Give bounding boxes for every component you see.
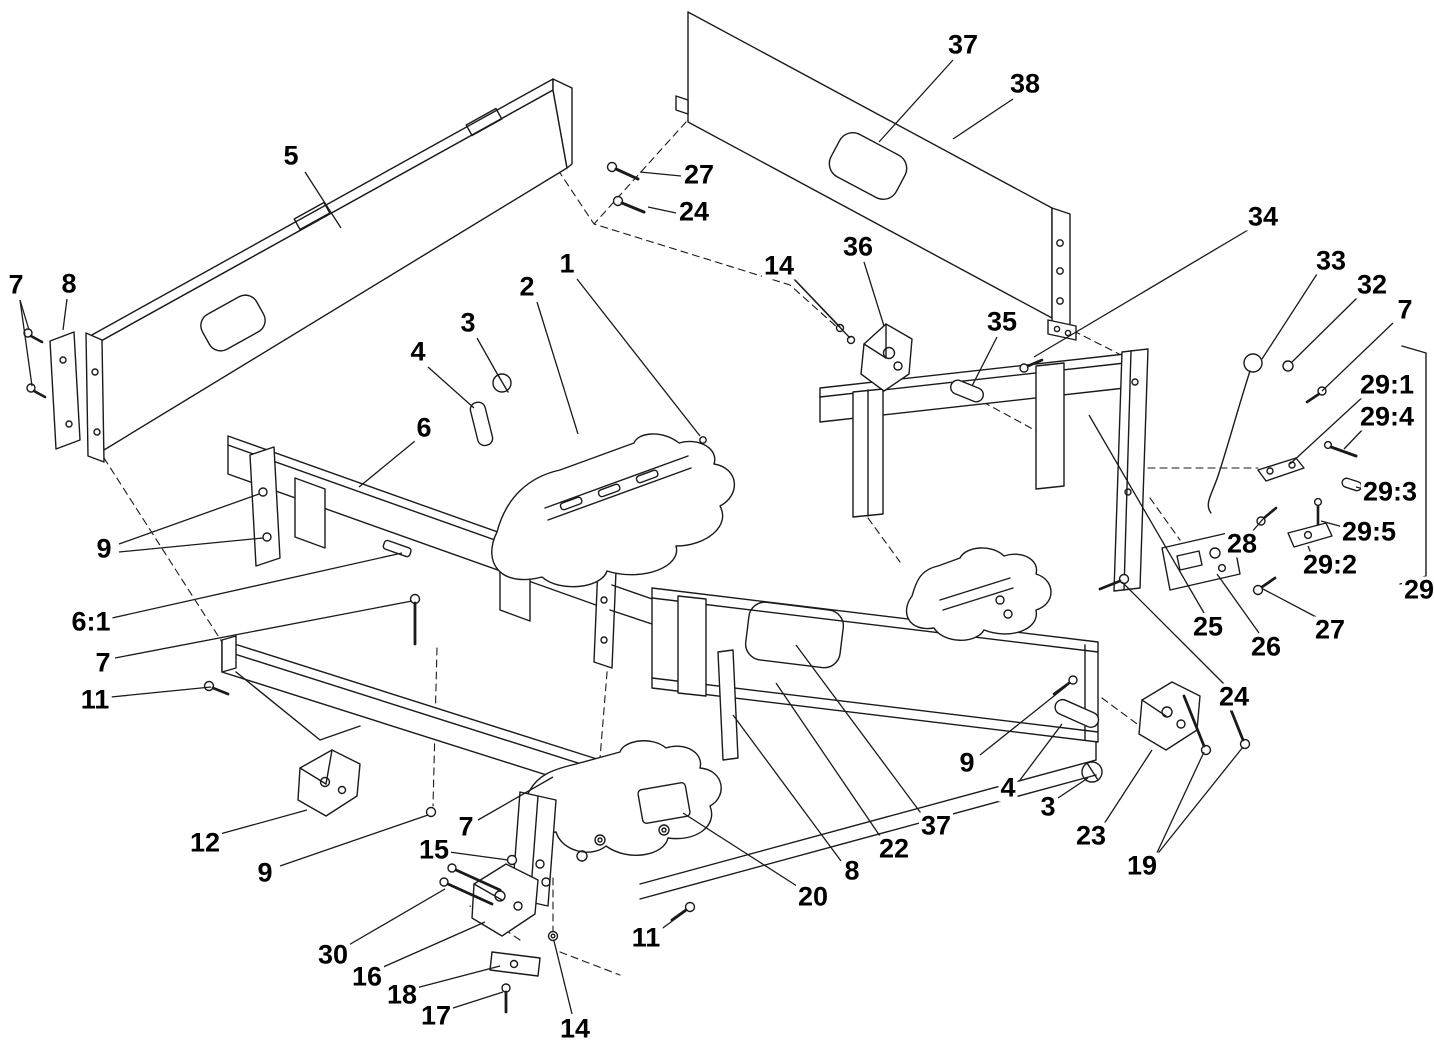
screw-27-top [606, 161, 640, 181]
callout-14: 14 [557, 1013, 593, 1044]
plate-18 [489, 951, 541, 977]
callout-28: 28 [1224, 528, 1260, 559]
callout-27: 27 [1312, 614, 1348, 645]
callout-29: 29 [1401, 576, 1434, 604]
callout-15: 15 [416, 834, 452, 865]
callout-37: 37 [918, 810, 954, 841]
spacer-35 [950, 379, 984, 403]
lanyard-33 [1207, 353, 1294, 514]
screw-11-bottom [670, 901, 696, 922]
screw-11-left [203, 680, 230, 696]
bolt-7-mid [409, 593, 421, 646]
lower-front-panel [651, 547, 1099, 761]
callout-22: 22 [876, 833, 912, 864]
callout-2: 2 [517, 271, 537, 302]
callout-7: 7 [456, 811, 476, 842]
callout-24: 24 [676, 196, 712, 227]
bottom-rail [639, 741, 1097, 900]
bracket-12 [297, 749, 361, 817]
callout-16: 16 [349, 961, 385, 992]
callout-29-1: 29:1 [1357, 369, 1417, 400]
bolts-30 [439, 863, 502, 906]
ring-pin-3-right [1081, 761, 1103, 783]
callout-8: 8 [59, 268, 79, 299]
screw-24-top [612, 195, 646, 214]
callout-9: 9 [957, 747, 977, 778]
callout-11: 11 [78, 684, 112, 715]
callout-7: 7 [1395, 294, 1415, 325]
callout-3: 3 [1038, 791, 1058, 822]
callout-29-3: 29:3 [1360, 476, 1420, 507]
callout-6: 6 [414, 412, 434, 443]
callout-1: 1 [557, 248, 577, 279]
bracket-16 [471, 863, 539, 937]
callout-3: 3 [458, 307, 478, 338]
screw-9-right [1052, 675, 1078, 696]
clevis-pin-4-right [1054, 698, 1100, 728]
callout-37: 37 [945, 29, 981, 60]
clevis-pin-4 [469, 401, 494, 447]
callout-30: 30 [315, 939, 351, 970]
callout-5: 5 [281, 140, 301, 171]
callout-26: 26 [1248, 631, 1284, 662]
callout-35: 35 [984, 306, 1020, 337]
callout-24: 24 [1216, 681, 1252, 712]
callout-29-5: 29:5 [1339, 516, 1399, 547]
side-panel-5 [85, 78, 573, 463]
nut-15 [506, 854, 518, 866]
screw-27-right [1252, 576, 1277, 596]
leader-line-layer [19, 59, 1394, 1015]
latch-assembly-29 [1257, 440, 1363, 548]
ring-pin-3 [492, 373, 512, 393]
callout-18: 18 [384, 979, 420, 1010]
callout-23: 23 [1073, 820, 1109, 851]
nut-14-bottom [547, 930, 559, 942]
callout-11: 11 [629, 922, 663, 953]
diagram-artwork [23, 11, 1427, 1014]
callout-4: 4 [408, 336, 428, 367]
callout-19: 19 [1124, 850, 1160, 881]
callout-25: 25 [1190, 611, 1226, 642]
callout-27: 27 [681, 159, 717, 190]
rear-panel-38 [675, 11, 1077, 341]
callout-12: 12 [187, 827, 223, 858]
callout-17: 17 [418, 1000, 454, 1031]
callout-36: 36 [840, 231, 876, 262]
callout-33: 33 [1313, 245, 1349, 276]
nut-9-lower [425, 806, 437, 818]
plate-8-left [49, 331, 81, 450]
callout-7: 7 [6, 269, 26, 300]
callout-29-4: 29:4 [1357, 401, 1417, 432]
callout-20: 20 [795, 881, 831, 912]
callout-7: 7 [93, 647, 113, 678]
callout-6-1: 6:1 [69, 606, 113, 637]
screw-17 [501, 983, 511, 1014]
callout-29-2: 29:2 [1300, 549, 1360, 580]
callout-34: 34 [1245, 201, 1281, 232]
callout-9: 9 [94, 533, 114, 564]
bracket-36 [860, 323, 913, 392]
callout-8: 8 [842, 855, 862, 886]
callout-14: 14 [761, 250, 797, 281]
floor-stamping-center [491, 433, 736, 588]
callout-32: 32 [1354, 269, 1390, 300]
screws-7-left [23, 328, 47, 399]
callout-4: 4 [998, 772, 1018, 803]
callout-38: 38 [1007, 68, 1043, 99]
screw-24-right [1098, 573, 1130, 591]
callout-9: 9 [255, 857, 275, 888]
lower-subframe [221, 635, 601, 793]
